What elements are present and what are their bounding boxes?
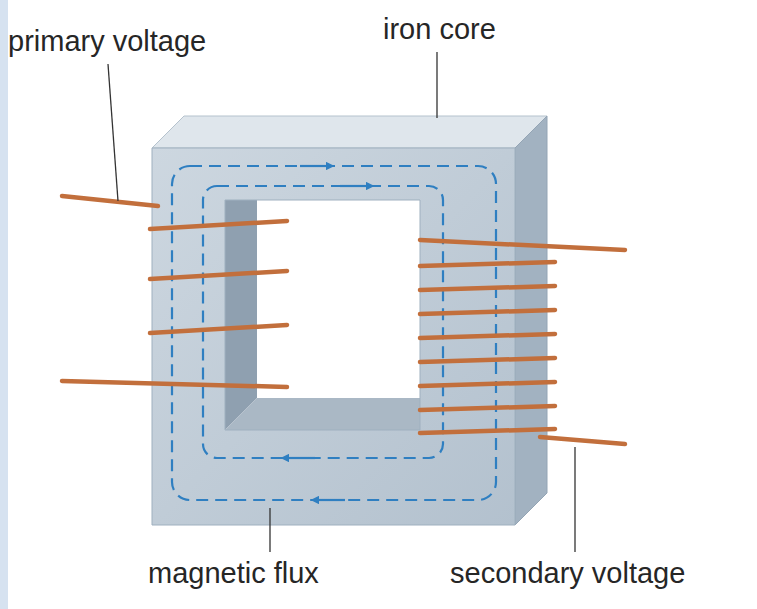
- core-window: [257, 200, 420, 398]
- part-label: primary voltage: [8, 24, 206, 59]
- flux-loop: [203, 186, 443, 458]
- core-top-face: [152, 116, 547, 148]
- part-label: secondary voltage: [450, 556, 685, 591]
- secondary-coil: [420, 240, 625, 444]
- flux-arrow: [285, 457, 315, 459]
- flux-arrow: [340, 185, 370, 187]
- leader-line: [108, 52, 575, 552]
- edge-strip: [0, 0, 8, 609]
- flux-loop: [172, 166, 496, 500]
- flux-arrow: [300, 165, 330, 167]
- flux-arrow: [315, 499, 345, 501]
- part-label: iron core: [383, 12, 496, 47]
- part-label: magnetic flux: [148, 556, 319, 591]
- core-inner-wall: [225, 200, 257, 430]
- core-inner-wall: [225, 398, 420, 430]
- core-side-face: [515, 116, 547, 525]
- primary-coil: [62, 196, 287, 387]
